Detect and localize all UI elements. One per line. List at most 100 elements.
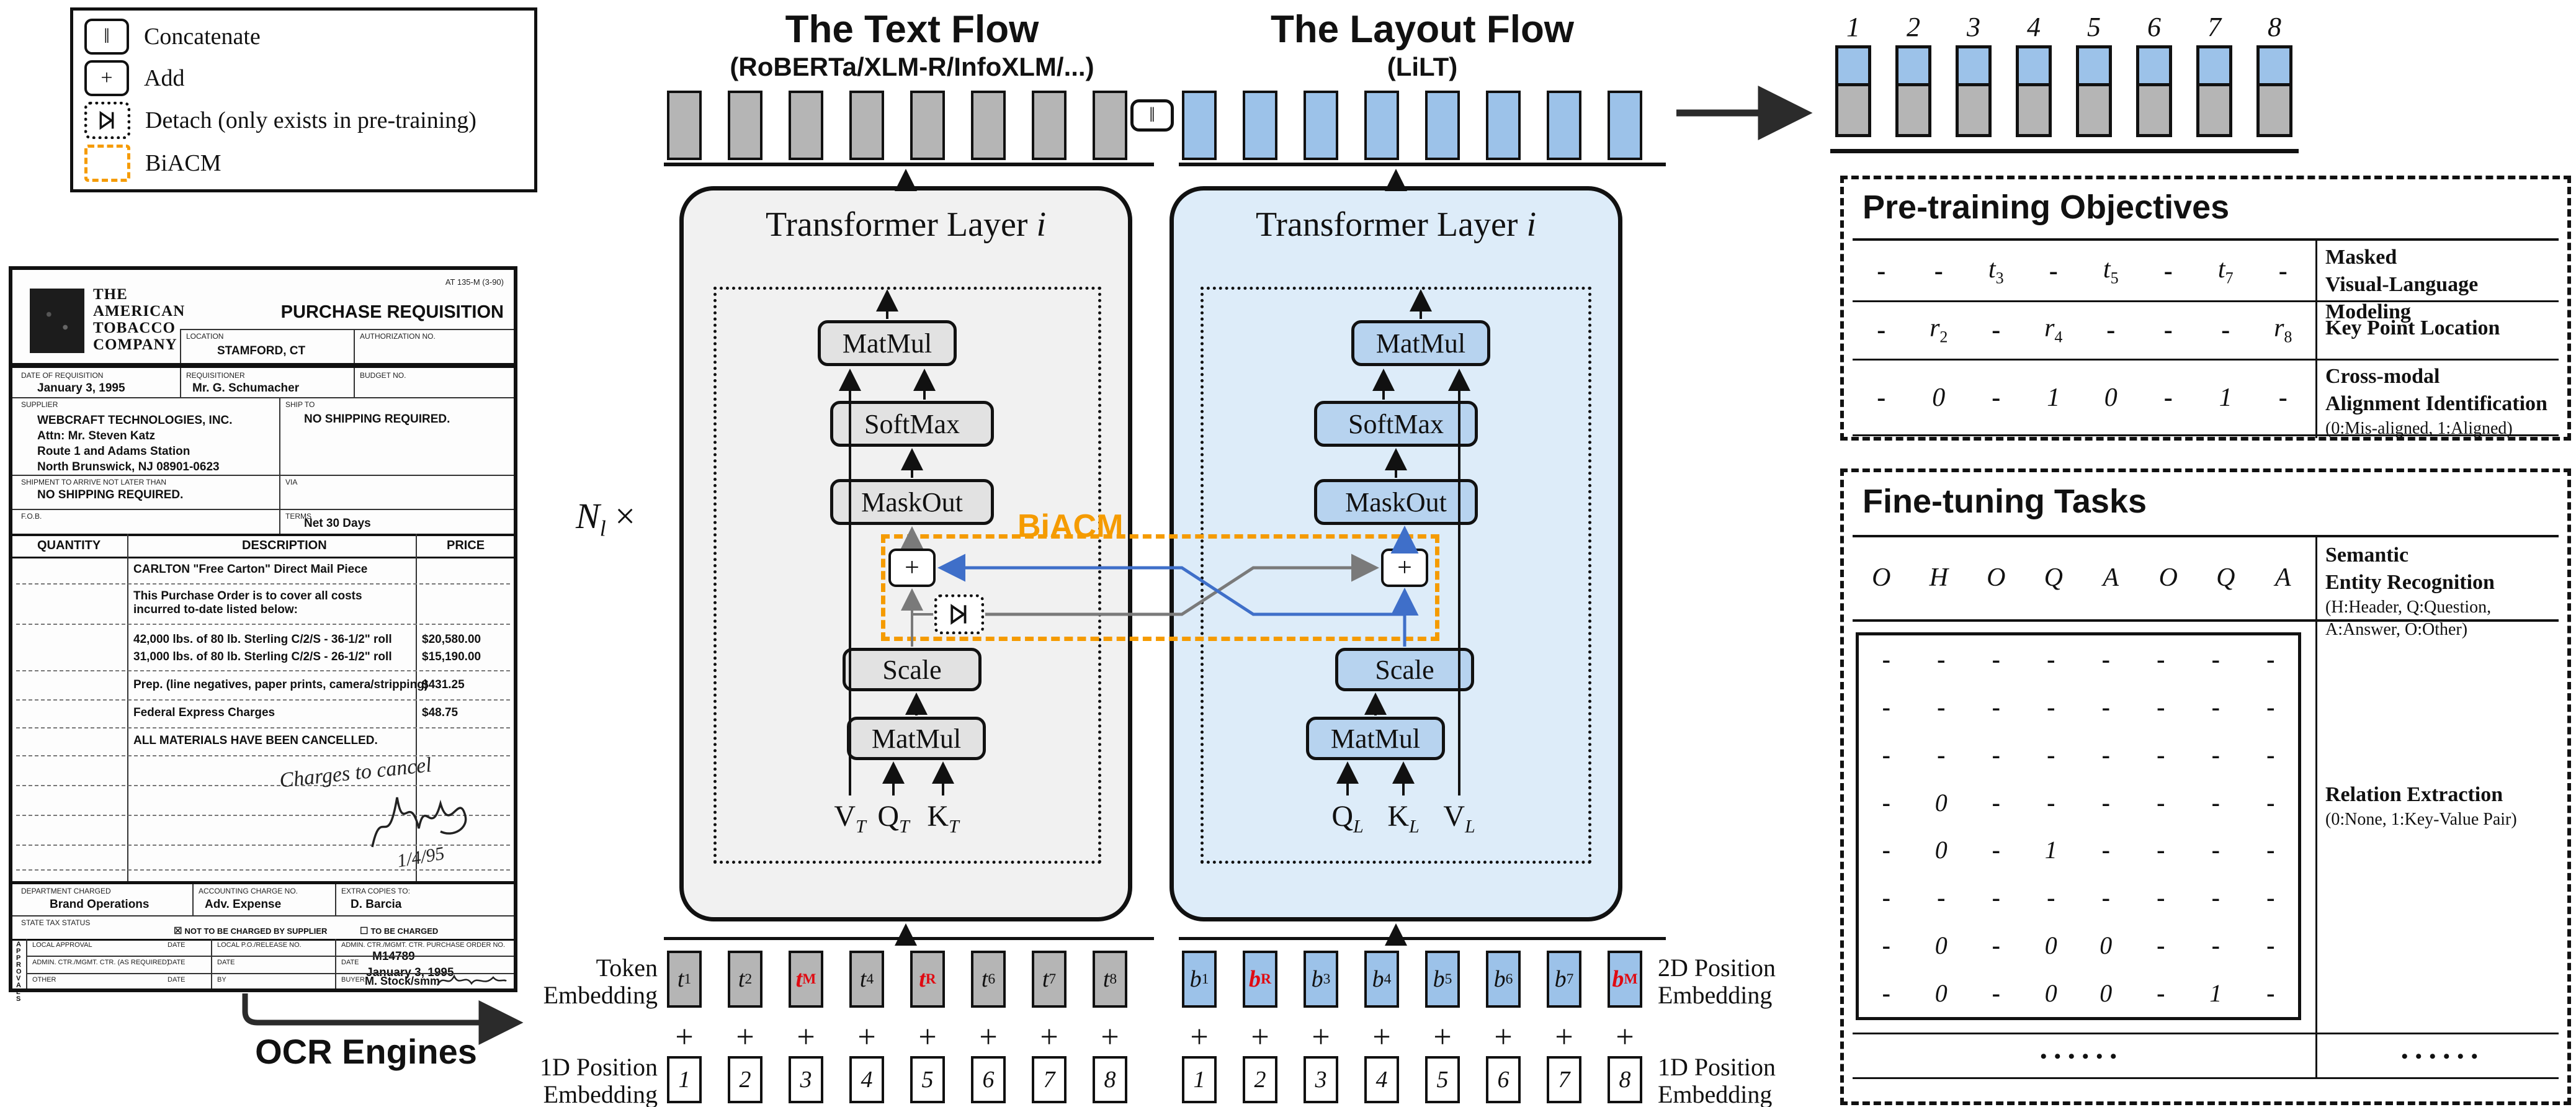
matrix-cell: - (2101, 692, 2110, 721)
layout-output-bar (1547, 91, 1581, 160)
position-box: 4 (1364, 1056, 1399, 1103)
fused-token-column: 7 (2196, 11, 2232, 137)
matrix-cell: - (2047, 645, 2055, 673)
token-index: 1 (1846, 12, 1860, 42)
table-cell: Q (2044, 563, 2063, 592)
matrix-row: -0------ (1859, 788, 2298, 817)
text-matmul-top: MatMul (818, 320, 957, 366)
text-output-bar (910, 91, 945, 160)
fused-token-column: 8 (2256, 11, 2292, 137)
text-layer-title: Transformer Layer i (765, 205, 1047, 244)
token-text-part (2076, 86, 2112, 137)
plus-sign: + (1251, 1020, 1269, 1055)
fob-label: F.O.B. (21, 512, 42, 521)
matrix-cell: - (1992, 740, 2000, 769)
matrix-cell: - (2157, 692, 2165, 721)
item-desc: This Purchase Order is to cover all cost… (133, 589, 362, 616)
token-layout-part (1895, 45, 1931, 86)
kpl-cells: -r2-r4---r8 (1853, 302, 2312, 358)
acct-label: ACCOUNTING CHARGE NO. (199, 887, 298, 895)
matrix-cell: 0 (1934, 836, 1948, 864)
budget-label: BUDGET NO. (360, 371, 406, 380)
authorization-label: AUTHORIZATION NO. (360, 332, 436, 341)
matrix-cell: - (2157, 645, 2165, 673)
location-value: STAMFORD, CT (217, 344, 306, 357)
tax-label: STATE TAX STATUS (21, 918, 91, 927)
token-text-part (1895, 86, 1931, 137)
concatenate-chip: ‖ (1130, 99, 1174, 132)
layout-output-bar (1486, 91, 1521, 160)
matrix-cell: - (1992, 645, 2000, 673)
position-box: 3 (789, 1056, 823, 1103)
buyer-label: BUYER (341, 976, 365, 984)
ser-label: Semantic Entity Recognition (H:Header, Q… (2325, 544, 2495, 639)
matrix-cell: 0 (2100, 979, 2113, 1008)
matrix-cell: - (1992, 884, 2000, 912)
position-box: 3 (1304, 1056, 1338, 1103)
table-cell: t5 (2103, 255, 2119, 287)
matrix-cell: - (2047, 788, 2055, 817)
matrix-cell: - (2266, 836, 2275, 864)
terms-label: TERMS (285, 512, 311, 521)
table-cell: A (2103, 563, 2119, 592)
table-cell: A (2274, 563, 2291, 592)
text-output-bar (849, 91, 884, 160)
matrix-cell: - (2211, 884, 2220, 912)
text-scale: Scale (843, 648, 982, 691)
matrix-cell: 1 (2044, 836, 2057, 864)
token-index: 8 (2268, 12, 2281, 42)
position-box: 4 (849, 1056, 884, 1103)
relation-matrix: -------- -------- -------- -0------ -0-1… (1856, 632, 2301, 1020)
ellipsis-left: •••••• (2040, 1046, 2124, 1067)
item-desc: Federal Express Charges (133, 706, 275, 719)
token-layout-part (2076, 45, 2112, 86)
token-index: 4 (2027, 12, 2041, 42)
legend-label: Concatenate (144, 23, 261, 50)
layout-output-bar (1304, 91, 1338, 160)
biacm-module-box (881, 534, 1439, 641)
token-text-part (2016, 86, 2052, 137)
item-desc: 42,000 lbs. of 80 lb. Sterling C/2/S - 3… (133, 633, 392, 646)
text-output-bar (667, 91, 702, 160)
requisitioner-label: REQUISITIONER (186, 371, 245, 380)
matrix-cell: - (2047, 884, 2055, 912)
approval-row2-label: ADMIN. CTR./MGMT. CTR. (AS REQUIRED) (32, 959, 169, 966)
text-output-bar (789, 91, 823, 160)
via-label: VIA (285, 478, 298, 486)
pretraining-panel: Pre-training Objectives --t3-t5-t7- Mask… (1840, 176, 2571, 441)
fused-token-column: 3 (1956, 11, 1992, 137)
table-cell: Q (2216, 563, 2235, 592)
shipto-label: SHIP TO (285, 400, 315, 409)
layout-maskout: MaskOut (1314, 479, 1478, 525)
matrix-cell: - (2211, 645, 2220, 673)
matrix-cell: 0 (1934, 931, 1948, 960)
token-index: 7 (2207, 12, 2221, 42)
text-softmax: SoftMax (830, 401, 994, 447)
acct-value: Adv. Expense (205, 898, 282, 911)
table-cell: - (1992, 316, 2001, 344)
position-box: 7 (1032, 1056, 1067, 1103)
table-cell: r4 (2044, 314, 2063, 346)
table-cell: t7 (2217, 255, 2234, 287)
position-box: 5 (1425, 1056, 1460, 1103)
fused-token-column: 4 (2016, 11, 2052, 137)
layout-layer-title: Transformer Layer i (1255, 205, 1537, 244)
matrix-cell: - (2266, 788, 2275, 817)
legend-label: BiACM (145, 150, 221, 176)
matrix-cell: - (1992, 788, 2000, 817)
legend-label: Add (144, 65, 185, 91)
token-layout-part (1956, 45, 1992, 86)
layout-output-bars (1182, 91, 1642, 160)
concatenate-icon: ‖ (84, 18, 129, 55)
matrix-cell: - (2101, 645, 2110, 673)
matrix-cell: - (1882, 979, 1890, 1008)
detach-box (934, 594, 984, 634)
position-box: 1 (667, 1056, 702, 1103)
matrix-cell: 0 (2100, 931, 2113, 960)
matrix-cell: - (2157, 788, 2165, 817)
copies-value: D. Barcia (351, 898, 402, 911)
